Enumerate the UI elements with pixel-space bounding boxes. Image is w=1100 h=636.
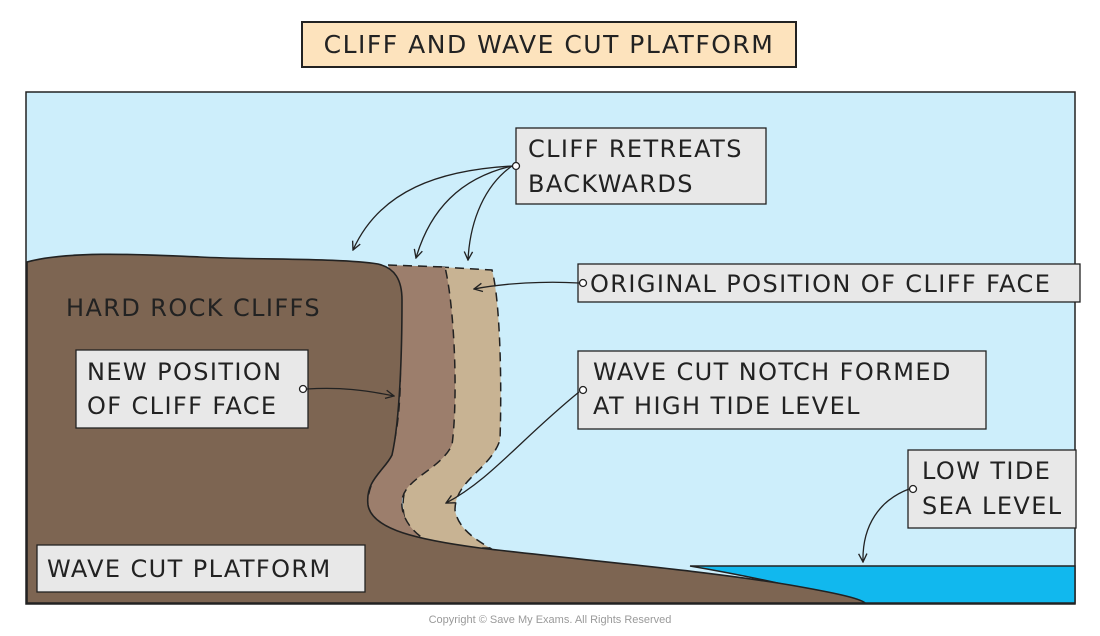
- cliff-retreats-label: CLIFF RETREATS BACKWARDS: [511, 127, 767, 205]
- svg-text:SEA LEVEL: SEA LEVEL: [922, 492, 1063, 520]
- new-position-arrow: [306, 387, 394, 396]
- svg-text:WAVE CUT NOTCH FORMED: WAVE CUT NOTCH FORMED: [593, 358, 952, 386]
- svg-text:ORIGINAL POSITION OF CLIFF FAC: ORIGINAL POSITION OF CLIFF FACE: [590, 270, 1051, 298]
- svg-text:OF CLIFF FACE: OF CLIFF FACE: [87, 392, 278, 420]
- retreat-arrow-1: [353, 165, 513, 250]
- svg-text:NEW POSITION: NEW POSITION: [87, 358, 283, 386]
- hard-rock-label: HARD ROCK CLIFFS: [66, 294, 321, 322]
- diagram-title: CLIFF AND WAVE CUT PLATFORM: [301, 21, 797, 68]
- wave-cut-notch-label: WAVE CUT NOTCH FORMED AT HIGH TIDE LEVEL: [577, 350, 987, 430]
- wave-cut-platform-label: WAVE CUT PLATFORM: [36, 544, 366, 593]
- low-tide-label: LOW TIDE SEA LEVEL: [907, 449, 1077, 529]
- low-tide-arrow: [863, 488, 910, 562]
- wave-cut-notch-arrow: [446, 391, 580, 503]
- retreat-arrow-3: [468, 165, 513, 260]
- copyright-notice: Copyright © Save My Exams. All Rights Re…: [428, 614, 672, 626]
- svg-text:CLIFF RETREATS: CLIFF RETREATS: [528, 135, 743, 163]
- svg-text:LOW TIDE: LOW TIDE: [922, 457, 1051, 485]
- original-position-arrow: [474, 281, 580, 289]
- new-position-label: NEW POSITION OF CLIFF FACE: [75, 349, 309, 429]
- hard-rock-cliff: [26, 253, 867, 604]
- svg-text:BACKWARDS: BACKWARDS: [528, 170, 694, 198]
- svg-text:AT HIGH TIDE LEVEL: AT HIGH TIDE LEVEL: [593, 392, 861, 420]
- original-position-label: ORIGINAL POSITION OF CLIFF FACE: [577, 263, 1081, 303]
- retreat-arrow-2: [416, 165, 513, 258]
- svg-text:WAVE CUT PLATFORM: WAVE CUT PLATFORM: [47, 555, 332, 583]
